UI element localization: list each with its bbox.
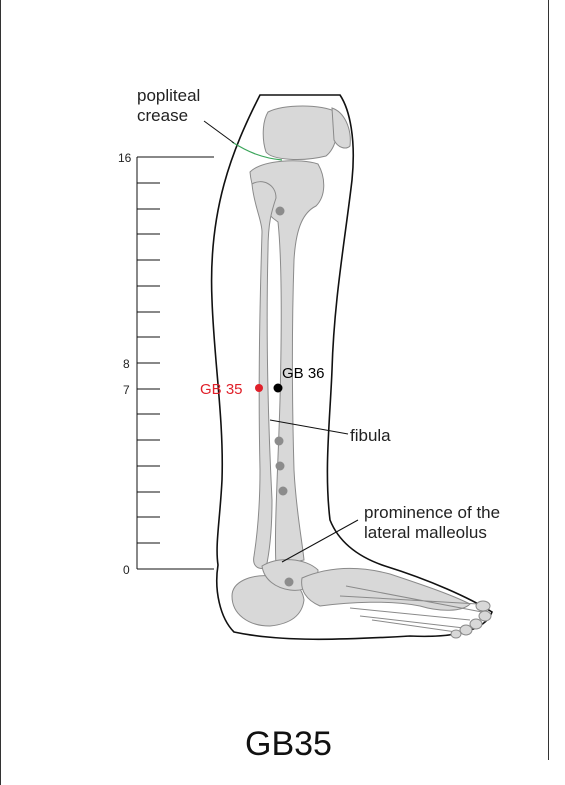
scale-label-16: 16: [118, 151, 132, 165]
malleolus-label-line2: lateral malleolus: [364, 523, 487, 542]
measurement-scale: [137, 157, 214, 569]
diagram-title: GB35: [245, 725, 332, 763]
fibula-label: fibula: [350, 426, 391, 445]
malleolus-label-line1: prominence of the: [364, 503, 500, 522]
femur-condyle: [263, 106, 337, 159]
gb36-label: GB 36: [282, 365, 325, 382]
gb36-point: [274, 384, 283, 393]
lateral-malleolus-marker: [285, 578, 294, 587]
popliteal-leader: [204, 121, 234, 143]
gb35-label: GB 35: [200, 381, 243, 398]
scale-label-7: 7: [123, 383, 130, 397]
scale-label-0: 0: [123, 563, 130, 577]
scale-label-8: 8: [123, 357, 130, 371]
popliteal-crease-label-line2: crease: [137, 106, 188, 125]
popliteal-crease-label-line1: popliteal: [137, 86, 200, 105]
gb35-point: [255, 384, 263, 392]
